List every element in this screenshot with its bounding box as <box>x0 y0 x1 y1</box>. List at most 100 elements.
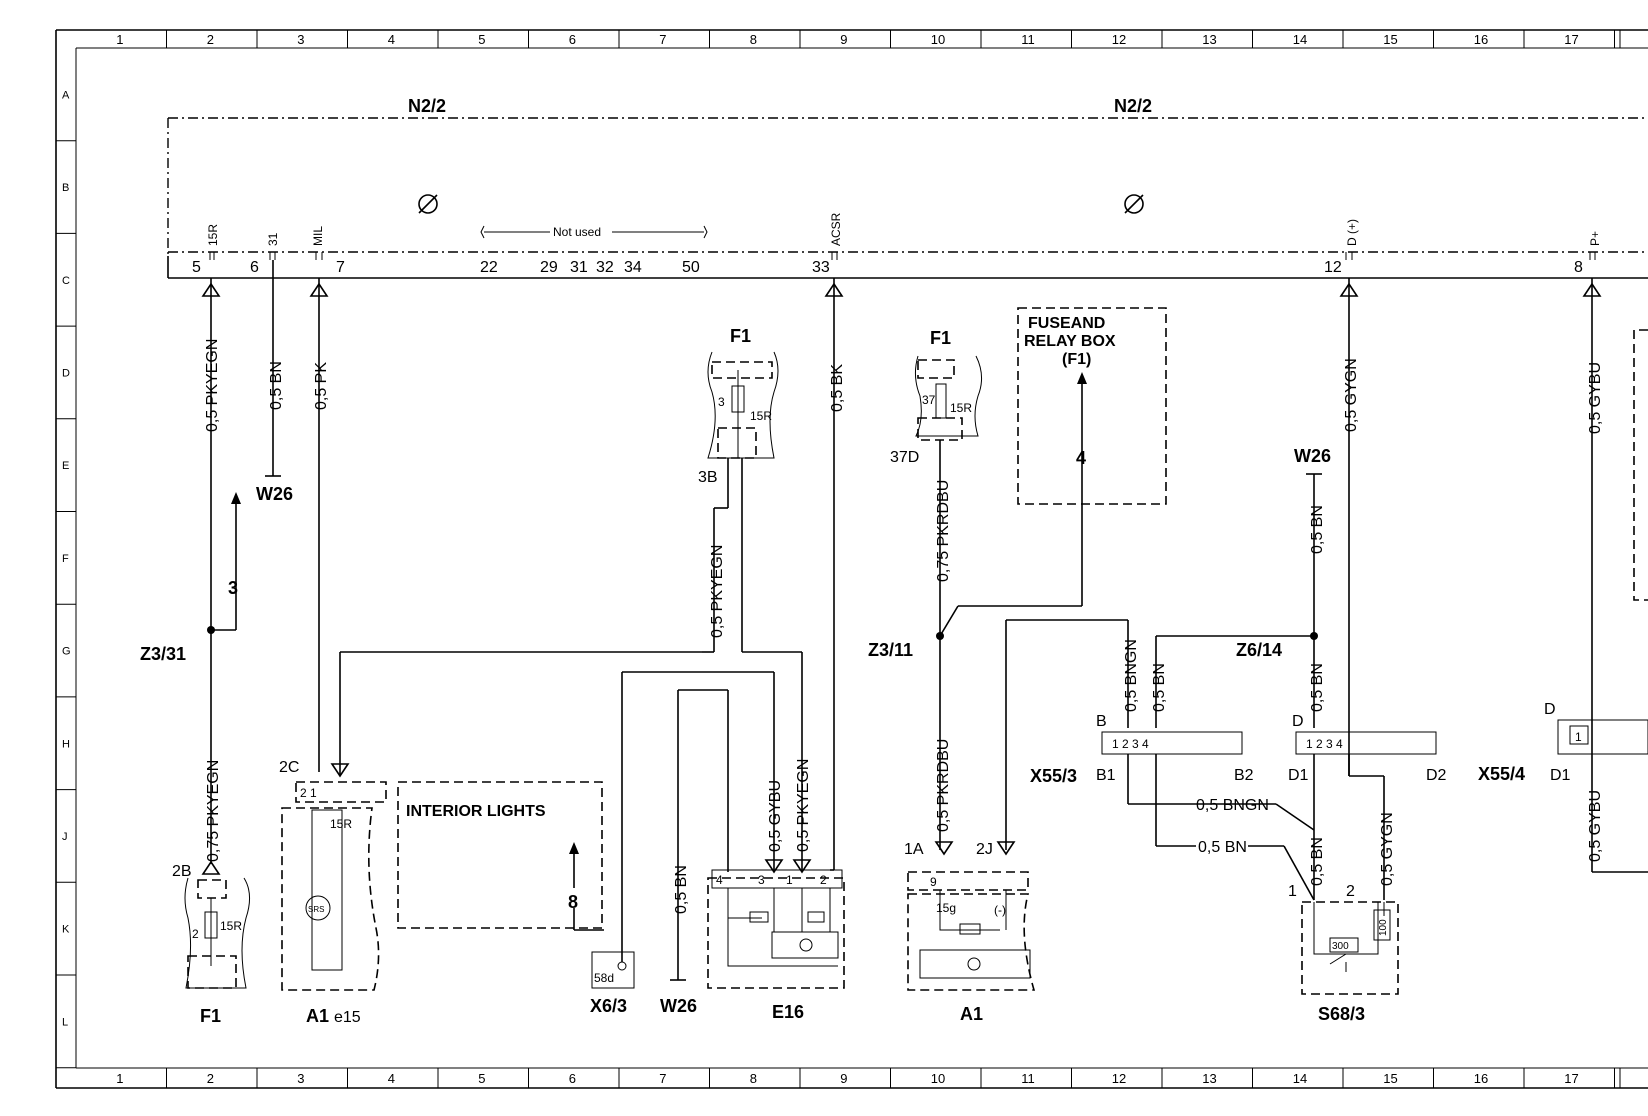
not-used-label: Not used <box>553 225 601 239</box>
e16-pin-1: 1 <box>786 873 793 887</box>
wire-label-bn-2: 0,5 BN <box>673 865 690 914</box>
grid-column-label: 16 <box>1474 32 1488 47</box>
wire-group-left: 0,5 PKYEGN 3 Z3/31 0,75 PKYEGN 2B 2 15R … <box>140 260 330 1026</box>
pin-22: 22 <box>480 259 498 276</box>
grid-row-label: H <box>62 738 70 750</box>
splice-z3-11-label: Z3/11 <box>868 640 913 660</box>
ground-symbol-icon <box>967 957 981 971</box>
n2-2-label-left: N2/2 <box>408 96 446 116</box>
wire-group-right: 0,5 GYGN W26 0,5 BN Z6/14 0,5 BNGN 0,5 B… <box>1030 278 1447 901</box>
wire-label-pkyegn-3: 0,5 PKYEGN <box>795 759 812 852</box>
pin-name-15r: 15R <box>206 224 220 246</box>
pin-29: 29 <box>540 259 558 276</box>
f1-top-amp: 15R <box>750 409 772 423</box>
x55-4-pin: 1 <box>1575 730 1582 744</box>
pin-33: 33 <box>812 259 830 276</box>
x55-3-pins-b: 1 2 3 4 <box>1112 737 1149 751</box>
ground-symbol-icon <box>418 194 438 214</box>
grid-column-label: 9 <box>840 1071 847 1086</box>
f1-bottom-pin: 2 <box>192 927 199 941</box>
connector-x6-3: 58d X6/3 <box>590 671 775 1016</box>
x55-4-label: X55/4 <box>1478 764 1525 784</box>
wire-label-bn-1: 0,5 BN <box>268 361 285 410</box>
x55-3-pins-d: 1 2 3 4 <box>1306 737 1343 751</box>
wire-label-bn-6: 0,5 BN <box>1198 839 1247 856</box>
s68-300: 300 <box>1332 941 1349 952</box>
pin-7: 7 <box>336 259 345 276</box>
x55-3-label: X55/3 <box>1030 766 1077 786</box>
f1-mid-pin: 37 <box>922 393 936 407</box>
grid-row-label: E <box>62 460 69 472</box>
wire-label-gybu-2: 0,5 GYBU <box>1587 362 1604 434</box>
grid-column-label: 13 <box>1202 1071 1216 1086</box>
grid-column-label: 10 <box>931 1071 945 1086</box>
s68-100: 100 <box>1378 919 1389 936</box>
fuse-box-line3: (F1) <box>1062 351 1091 368</box>
wire-label-pkyegn-2: 0,5 PKYEGN <box>709 545 726 638</box>
wire-label-bn-4: 0,5 BN <box>1151 663 1168 712</box>
f1-mid-amp: 15R <box>950 401 972 415</box>
pin-name-p-plus: P+ <box>1588 231 1602 246</box>
ref-arrow-4: 4 <box>1076 448 1086 468</box>
wire-label-gygn-1: 0,5 GYGN <box>1343 358 1360 432</box>
ground-w26-c: W26 <box>1294 446 1331 466</box>
connector-d2: D2 <box>1426 767 1447 784</box>
ground-w26-b-group: 0,5 BN W26 <box>660 689 729 1016</box>
grid-column-label: 11 <box>1021 32 1035 47</box>
grid-column-label: 15 <box>1383 32 1397 47</box>
grid-row-label: A <box>62 89 70 101</box>
interior-lights-label: INTERIOR LIGHTS <box>406 803 546 820</box>
ref-arrow-3: 3 <box>228 578 238 598</box>
f1-bottom-amp: 15R <box>220 919 242 933</box>
connector-2b: 2B <box>172 863 192 880</box>
grid-column-label: 12 <box>1112 32 1126 47</box>
grid-column-label: 17 <box>1564 32 1578 47</box>
connector-d1-right: D1 <box>1550 767 1571 784</box>
pin-8: 8 <box>1574 259 1583 276</box>
f1-top-label: F1 <box>730 326 751 346</box>
grid-column-label: 8 <box>750 32 757 47</box>
pin-name-d-plus: D (+) <box>1345 219 1359 246</box>
grid-column-label: 6 <box>569 1071 576 1086</box>
fuse-box-line2: RELAY BOX <box>1024 333 1116 350</box>
fuse-f1-mid-group: F1 37 15R 37D 0,75 PKRDBU Z3/11 0,5 PKRD… <box>868 328 1083 850</box>
connector-3b: 3B <box>698 469 718 486</box>
wire-label-bngn-2: 0,5 BNGN <box>1196 797 1269 814</box>
a1-15g: 15g <box>936 901 956 915</box>
grid-column-label: 6 <box>569 32 576 47</box>
connector-d: D <box>1292 713 1304 730</box>
grid-row-label: J <box>62 831 68 843</box>
connector-d1: D1 <box>1288 767 1309 784</box>
wire-label-gybu-3: 0,5 GYBU <box>1587 790 1604 862</box>
grid-column-label: 17 <box>1564 1071 1578 1086</box>
grid-column-label: 5 <box>478 1071 485 1086</box>
f1-top-pin: 3 <box>718 395 725 409</box>
grid-column-label: 4 <box>388 1071 395 1086</box>
connector-b2: B2 <box>1234 767 1254 784</box>
pin-name-31: 31 <box>266 232 280 246</box>
grid-column-label: 2 <box>207 32 214 47</box>
grid-column-label: 15 <box>1383 1071 1397 1086</box>
a1-label: A1 <box>960 1004 983 1024</box>
wire-label-gybu-1: 0,5 GYBU <box>767 780 784 852</box>
fuse-relay-box: FUSEAND RELAY BOX (F1) 4 <box>1017 307 1167 505</box>
wire-label-pkyegn-075: 0,75 PKYEGN <box>205 760 222 862</box>
e16-pin-2: 2 <box>820 873 827 887</box>
grid-column-label: 3 <box>297 1071 304 1086</box>
ground-symbol-icon <box>1124 194 1144 214</box>
pin-5: 5 <box>192 259 201 276</box>
grid-row-label: G <box>62 646 71 658</box>
srs-airbag-icon <box>305 895 331 921</box>
wire-label-bn-7: 0,5 BN <box>1309 837 1326 886</box>
wire-label-bngn-1: 0,5 BNGN <box>1123 639 1140 712</box>
wire-bk: 0,5 BK <box>824 278 846 871</box>
wire-label-gygn-2: 0,5 GYGN <box>1379 812 1396 886</box>
pin-50: 50 <box>682 259 700 276</box>
s68-pin-1: 1 <box>1288 883 1297 900</box>
connector-37d: 37D <box>890 449 919 466</box>
splice-z3-31-label: Z3/31 <box>140 644 186 664</box>
grid-row-label: C <box>62 275 70 287</box>
s68-pin-2: 2 <box>1346 883 1355 900</box>
wire-group-far-right: 0,5 GYBU 0,5 GYBU D 1 X55/4 D1 <box>1478 278 1648 873</box>
connector-d-right: D <box>1544 701 1556 718</box>
